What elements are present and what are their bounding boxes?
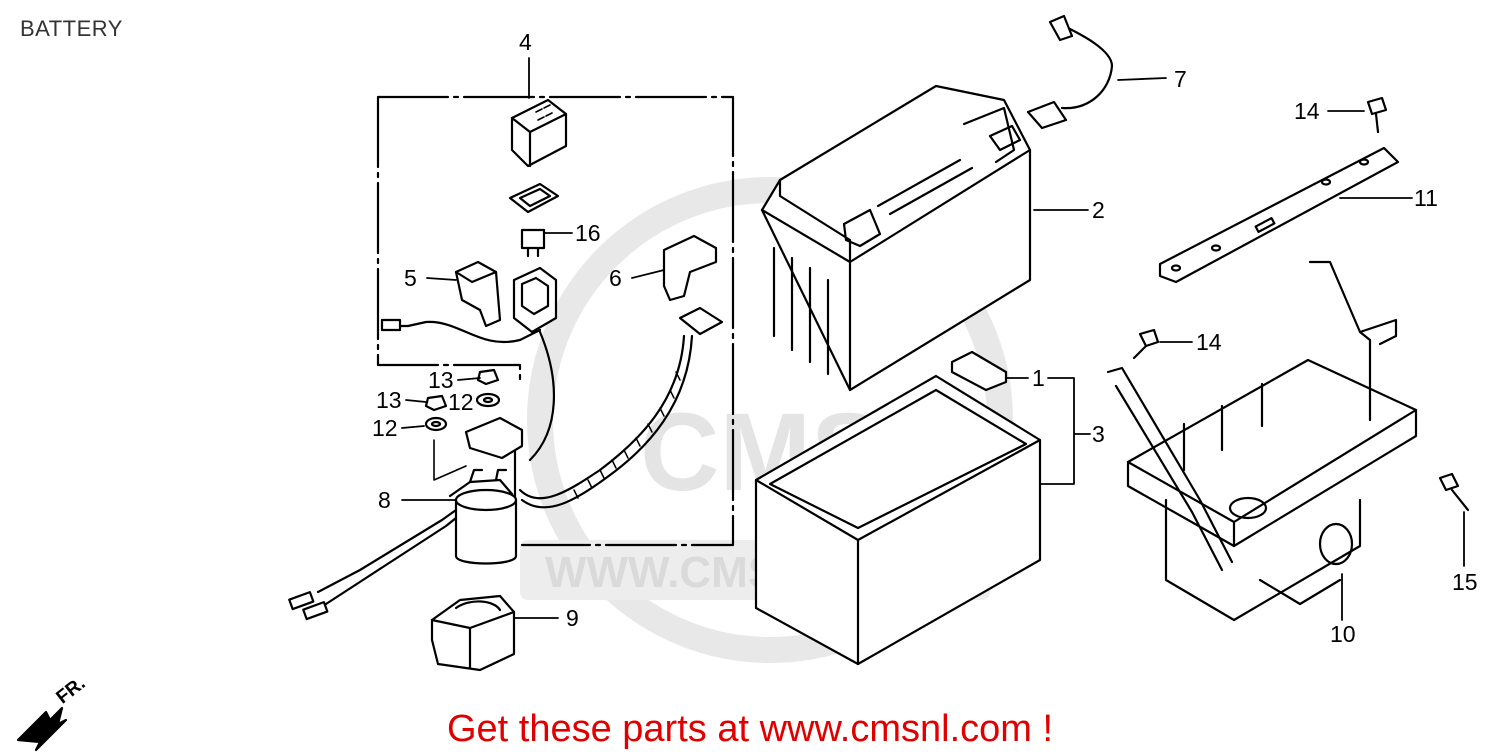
callout-14-middle: 14 — [1196, 329, 1222, 355]
callout-4: 4 — [519, 29, 532, 55]
callout-12-lower: 12 — [372, 415, 398, 441]
callout-15: 15 — [1452, 569, 1478, 595]
wire-lead — [380, 320, 542, 344]
terminal-cap-6 — [662, 234, 718, 302]
callout-8: 8 — [378, 487, 391, 513]
bolt-14-upper — [1366, 96, 1388, 134]
washer-12-lower — [424, 416, 448, 432]
callout-10: 10 — [1330, 621, 1356, 647]
relay-wire — [528, 330, 556, 462]
battery-negative-cable — [1026, 14, 1114, 130]
solenoid-rubber-mount — [430, 594, 516, 672]
battery-positive-cable — [518, 306, 724, 509]
nut-13-lower — [424, 394, 448, 412]
nut-13-upper — [476, 368, 500, 386]
page-title: BATTERY — [20, 16, 123, 41]
callout-13-lower: 13 — [376, 387, 402, 413]
fuse — [520, 228, 546, 258]
callout-6: 6 — [609, 265, 622, 291]
starter-solenoid — [448, 468, 518, 565]
starter-relay-connector — [510, 98, 568, 168]
callout-2: 2 — [1092, 197, 1105, 223]
callout-11: 11 — [1414, 185, 1438, 211]
callout-1: 1 — [1032, 365, 1045, 391]
battery-pad — [950, 350, 1008, 392]
callout-5: 5 — [404, 265, 417, 291]
bolt-14-middle — [1132, 328, 1160, 360]
solenoid-terminal-cover — [464, 416, 524, 460]
front-arrow-icon — [16, 706, 68, 752]
callout-13-upper: 13 — [428, 367, 454, 393]
promo-link[interactable]: Get these parts at www.cmsnl.com ! — [446, 708, 1054, 750]
relay-rubber-seal — [508, 182, 560, 214]
callout-9: 9 — [566, 605, 579, 631]
leader-lines — [401, 57, 1465, 621]
solenoid-wires — [316, 508, 458, 606]
callout-16: 16 — [575, 220, 601, 246]
battery-box — [1106, 260, 1418, 622]
callout-3: 3 — [1092, 421, 1105, 447]
battery — [760, 84, 1032, 392]
callout-14-upper: 14 — [1294, 98, 1320, 124]
bolt-15 — [1438, 472, 1470, 512]
washer-12-upper — [475, 392, 501, 408]
callout-12-upper: 12 — [448, 389, 474, 415]
battery-case — [754, 374, 1042, 666]
callout-7: 7 — [1174, 66, 1187, 92]
relay-socket — [512, 266, 558, 334]
battery-hold-plate — [1158, 146, 1400, 284]
terminal-cover-5 — [454, 260, 502, 328]
